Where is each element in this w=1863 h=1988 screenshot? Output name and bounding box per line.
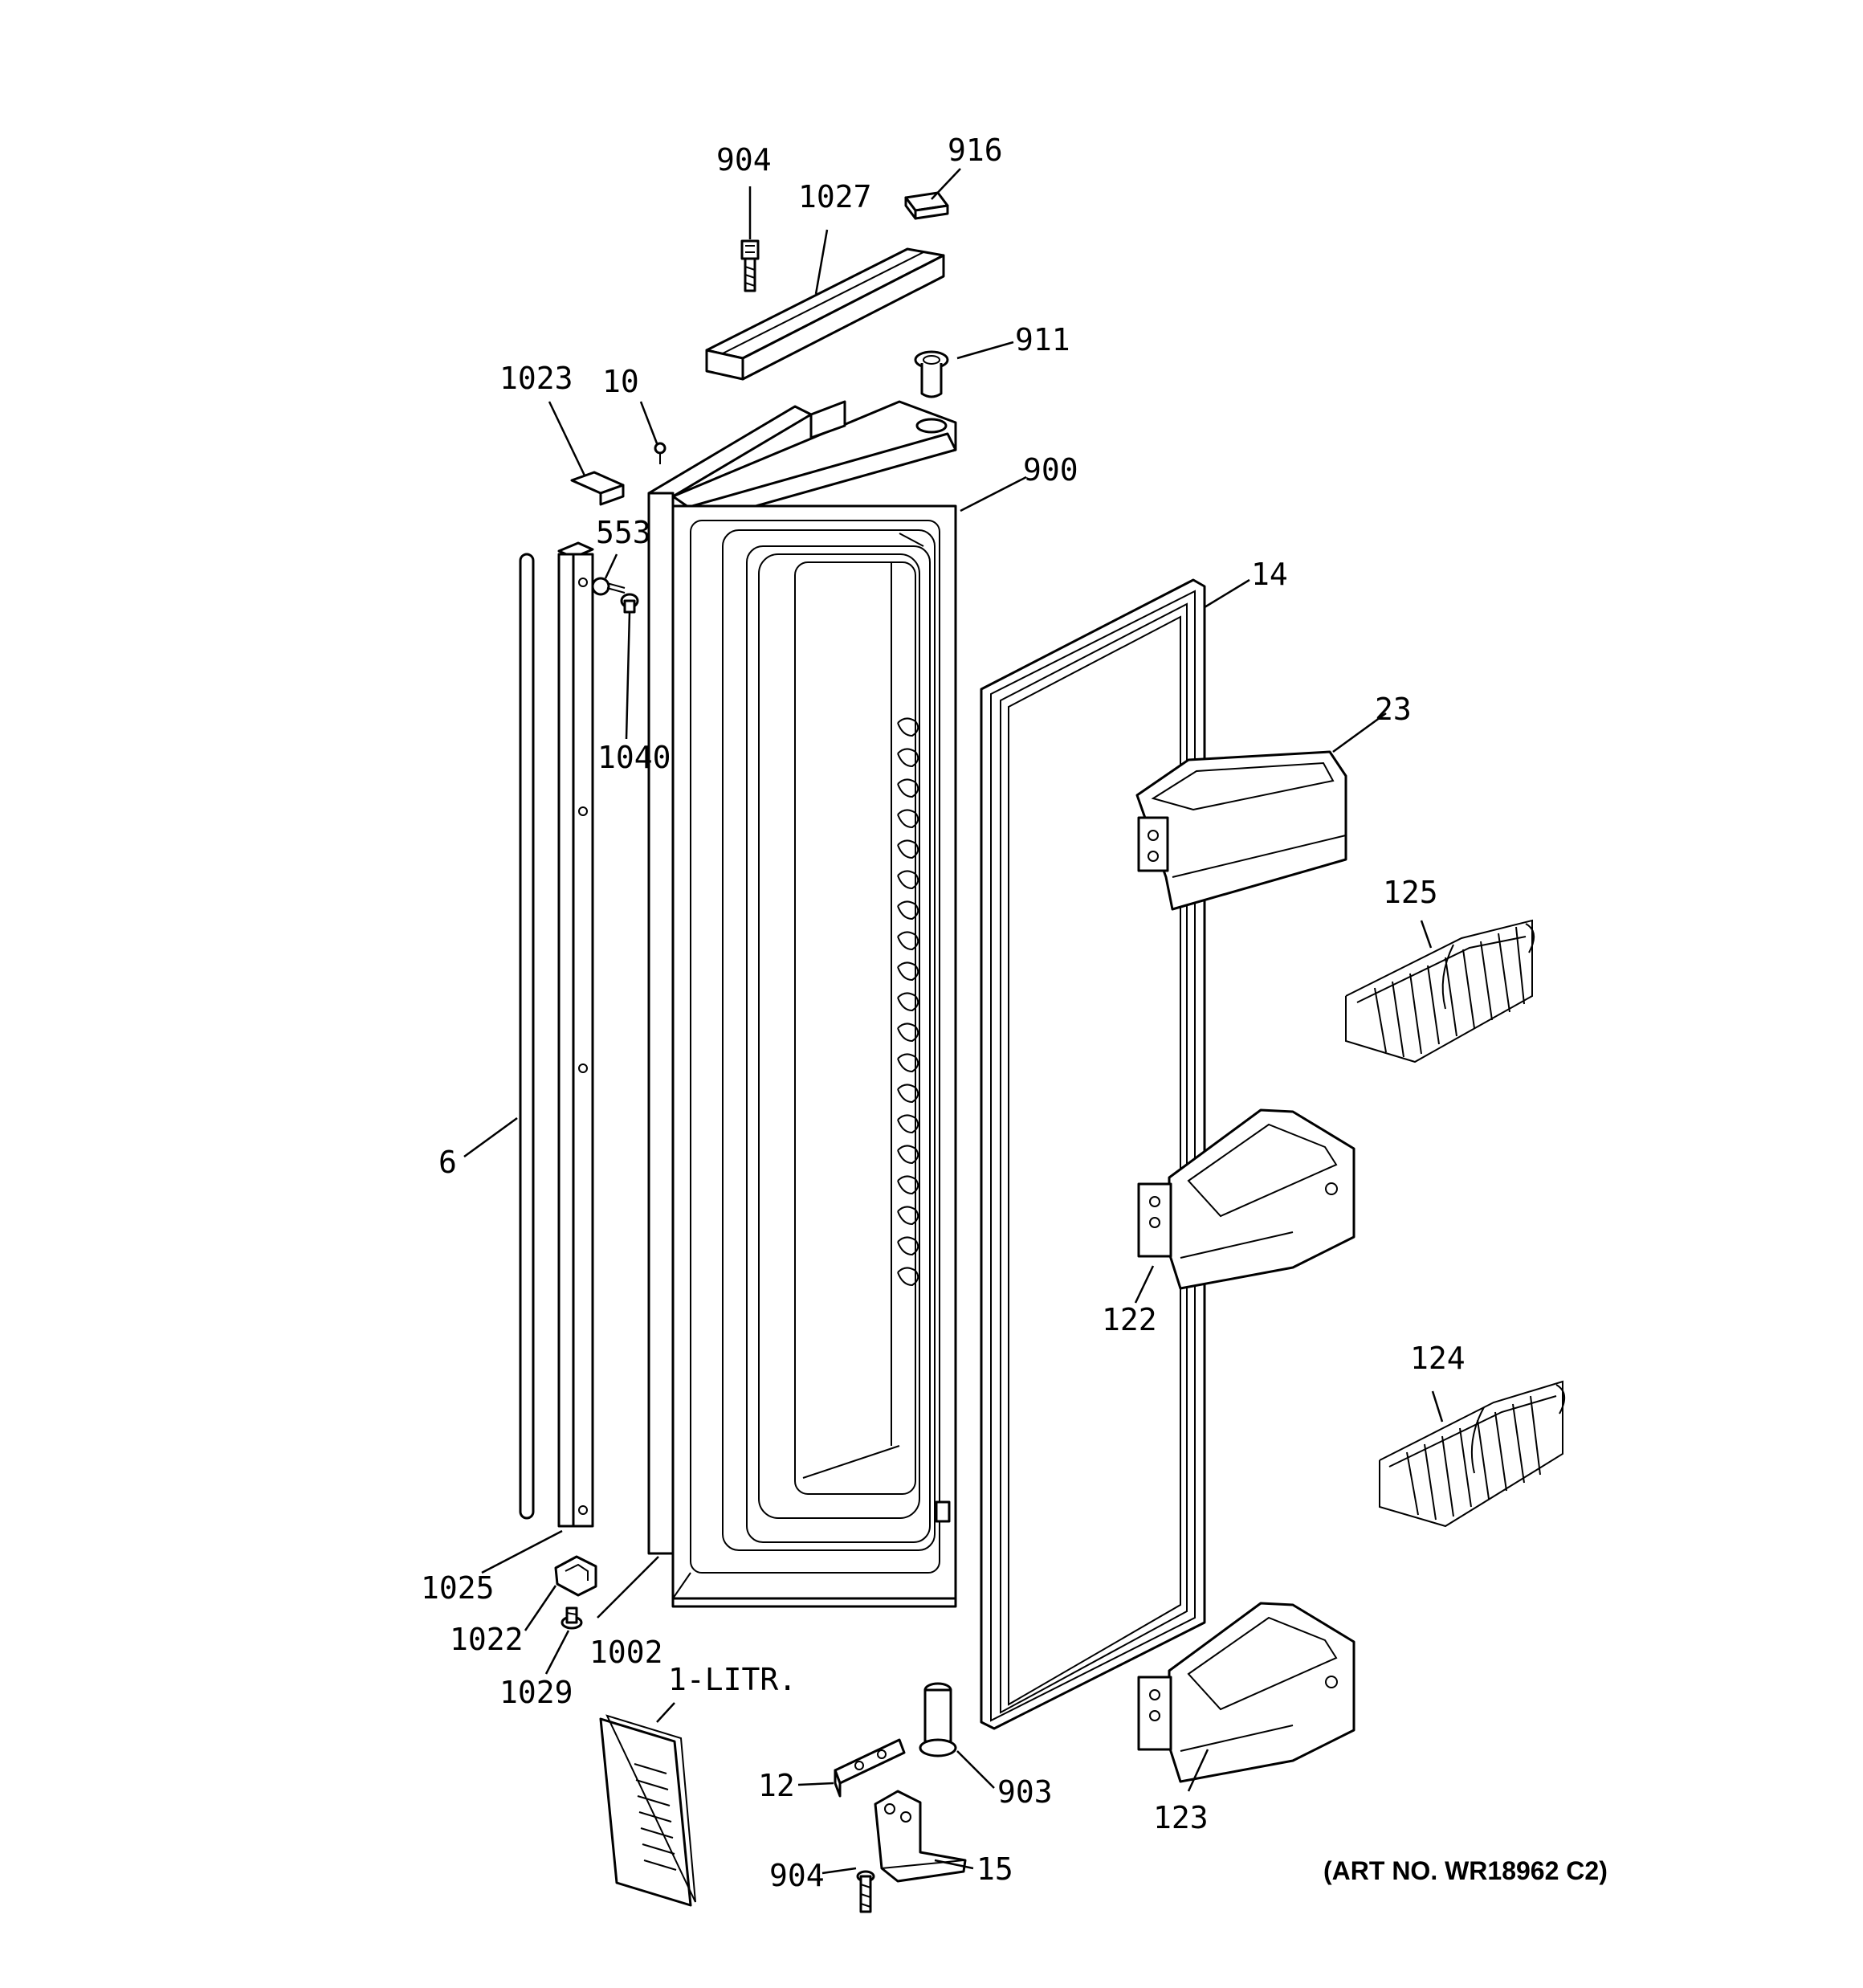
part-12-hinge-pin-bracket [834, 1738, 906, 1798]
callout-904-top: 904 [716, 142, 772, 178]
part-911-bushing [914, 350, 949, 398]
callout-1040: 1040 [597, 740, 671, 775]
part-900-door [671, 400, 957, 1608]
callout-15: 15 [976, 1851, 1013, 1887]
callout-1023: 1023 [499, 361, 573, 396]
part-904-top-screw [740, 239, 760, 292]
part-6-rod [519, 553, 535, 1520]
part-553-screw [591, 577, 626, 596]
callout-14: 14 [1251, 557, 1288, 592]
part-1029-screw [561, 1606, 583, 1630]
part-10-screw [654, 442, 667, 464]
part-123-bin [1137, 1602, 1355, 1783]
callout-553: 553 [596, 515, 651, 550]
callout-125: 125 [1383, 875, 1438, 910]
callout-904-bottom: 904 [769, 1858, 825, 1893]
part-14-gasket [980, 578, 1206, 1730]
part-1022-bracket [554, 1555, 597, 1597]
callout-122: 122 [1102, 1302, 1157, 1337]
part-1040-stop [620, 593, 639, 614]
callout-1025: 1025 [421, 1570, 495, 1606]
callout-6: 6 [438, 1145, 457, 1180]
art-number: (ART NO. WR18962 C2) [1323, 1856, 1608, 1885]
callout-1029: 1029 [499, 1675, 573, 1710]
callout-123: 123 [1153, 1800, 1209, 1835]
callout-10: 10 [602, 364, 639, 399]
callout-1022: 1022 [450, 1622, 524, 1657]
part-903-hinge-pin [919, 1682, 957, 1757]
part-904-bottom-screw [856, 1870, 875, 1913]
part-916-cap [904, 191, 949, 220]
callout-911: 911 [1015, 322, 1070, 357]
part-23-bin [1135, 750, 1347, 911]
part-1025-channel [557, 541, 594, 1528]
part-15-bottom-hinge [874, 1790, 967, 1883]
leader-lines [463, 168, 1444, 1875]
part-1023-clip [570, 471, 625, 506]
door-shelf-rails [897, 717, 919, 1287]
callout-900: 900 [1023, 452, 1078, 488]
callout-1027: 1027 [798, 179, 872, 214]
callout-1-litr: 1-LITR. [668, 1662, 797, 1697]
callout-23: 23 [1375, 692, 1412, 727]
part-1-litr-booklet [599, 1714, 696, 1907]
part-125-wire-basket [1345, 919, 1535, 1063]
callout-903: 903 [997, 1774, 1053, 1810]
callout-1002: 1002 [589, 1635, 663, 1670]
part-124-wire-basket [1379, 1380, 1565, 1528]
part-122-bin [1137, 1108, 1355, 1290]
callout-124: 124 [1410, 1341, 1466, 1376]
callout-12: 12 [758, 1768, 795, 1803]
callout-916: 916 [948, 133, 1003, 168]
part-1027-hinge-cover [705, 247, 945, 381]
